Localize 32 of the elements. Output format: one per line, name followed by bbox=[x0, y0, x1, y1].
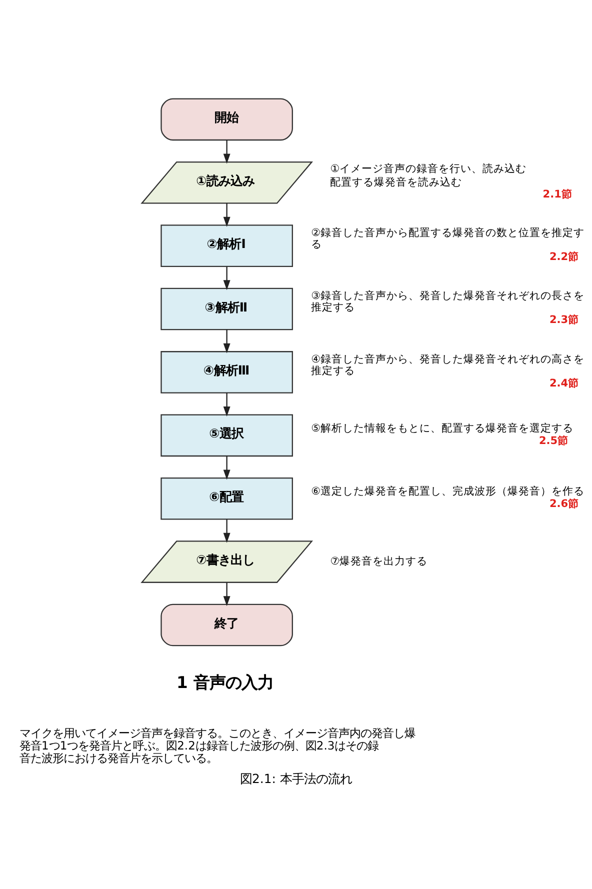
node-label: 配置する爆発音を読み込む bbox=[330, 176, 462, 188]
node-box: ③解析Ⅱ bbox=[160, 288, 293, 330]
arrow bbox=[223, 392, 230, 416]
node-label: 2.3節 bbox=[550, 314, 580, 326]
caption: 図2.1: 本手法の流れ bbox=[240, 770, 352, 786]
node-label: 2.1節 bbox=[542, 188, 572, 201]
node-label: 2.2節 bbox=[550, 250, 580, 263]
label: 1 音声の入力 bbox=[176, 672, 274, 692]
arrow bbox=[223, 266, 230, 290]
node-label: ⑦爆発音を出力する bbox=[330, 555, 428, 568]
arrow bbox=[223, 582, 230, 606]
node-box: ④解析Ⅲ bbox=[160, 351, 293, 394]
arrow bbox=[223, 456, 230, 480]
label: マイクを用いてイメージ音声を録音する。このとき、イメージ音声内の発音し爆発音1つ1つを発音片と呼ぶ。図2.2は録音した波形の例、図2.3はその録音た波形における発音片を示している。 bbox=[20, 726, 416, 766]
node-label: ④録音した音声から、発音した爆発音それぞれの高さを推定する bbox=[311, 353, 585, 377]
node-box: ⑤選択 bbox=[160, 414, 293, 457]
node-label: ①イメージ音声の録音を行い、読み込む bbox=[330, 162, 527, 175]
node-label: ②録音した音声から配置する爆発音の数と位置を推定する bbox=[311, 227, 585, 251]
arrow bbox=[223, 140, 230, 164]
node-box: ⑥配置 bbox=[160, 477, 293, 520]
node-label: 2.6節 bbox=[550, 498, 580, 510]
node-box: ②解析Ⅰ bbox=[160, 224, 293, 267]
node-label: 2.5節 bbox=[538, 434, 569, 447]
arrow bbox=[223, 203, 230, 227]
node-label: ⑤解析した情報をもとに、配置する爆発音を選定する bbox=[311, 422, 574, 434]
arrow bbox=[223, 330, 230, 354]
node-box: 開始 bbox=[160, 98, 293, 141]
arrow bbox=[223, 519, 230, 543]
node-label: ⑥選定した爆発音を配置し、完成波形（爆発音）を作る bbox=[311, 486, 585, 498]
node-box: 終了 bbox=[160, 604, 293, 646]
node-label: 2.4節 bbox=[550, 377, 580, 390]
node-label: ③録音した音声から、発音した爆発音それぞれの長さを推定する bbox=[311, 290, 585, 314]
